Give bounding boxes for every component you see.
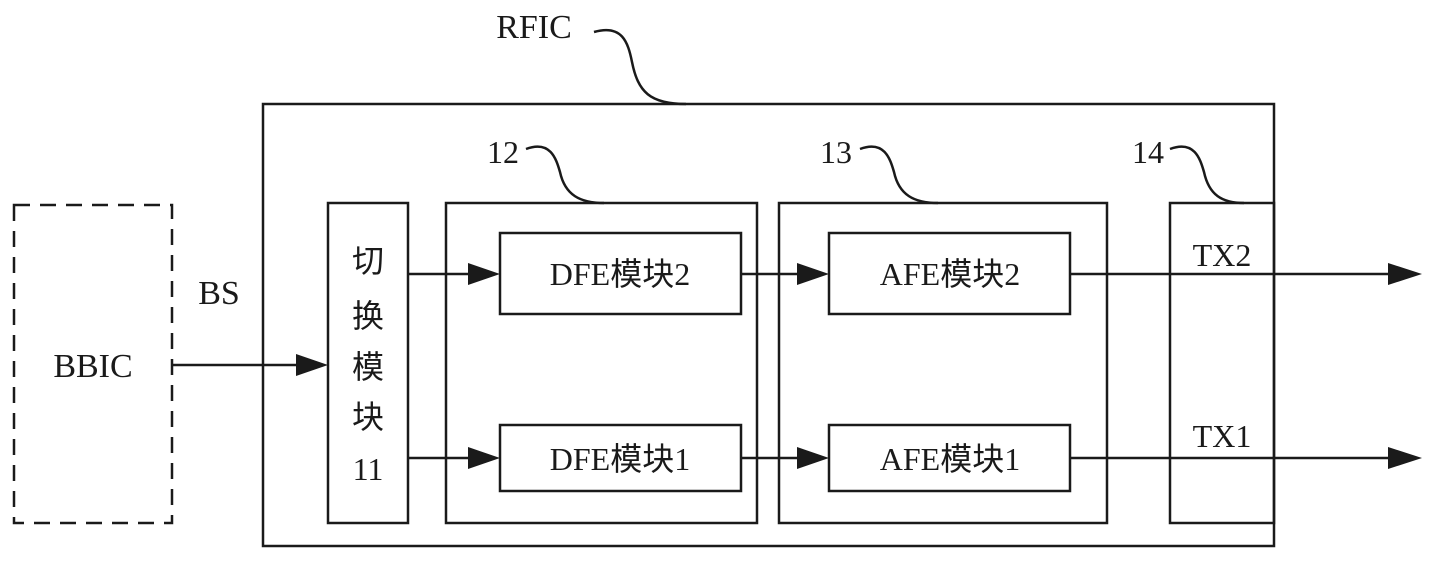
afe-group-box: [777, 201, 1109, 525]
tx-group-box: [1168, 201, 1276, 525]
tx1-output-arrowhead: [1388, 447, 1422, 469]
switch-module-box: [326, 201, 410, 525]
switch-module-char: 块: [352, 399, 384, 435]
dfe-module-2-label: DFE模块2: [550, 256, 690, 292]
switch-to-dfe2-arrowhead: [468, 263, 500, 285]
tx2-output-arrowhead: [1388, 263, 1422, 285]
rfic-box: [261, 102, 1276, 548]
rfic-label: RFIC: [496, 9, 572, 46]
bs-label: BS: [198, 275, 240, 312]
rfic-leader-line: [593, 29, 687, 106]
dfe-group-leader-line: [525, 145, 605, 205]
bbic-label: BBIC: [53, 348, 132, 385]
switch-module-char: 换: [352, 298, 384, 334]
dfe-group-ref: 12: [487, 134, 519, 170]
afe-module-2-label: AFE模块2: [880, 256, 1020, 292]
afe-group-ref: 13: [820, 134, 852, 170]
switch-to-dfe1-arrowhead: [468, 447, 500, 469]
tx-group-leader-line: [1169, 145, 1245, 205]
dfe2-to-afe2-arrowhead: [797, 263, 829, 285]
switch-module-char: 模: [352, 349, 384, 385]
dfe-module-1-label: DFE模块1: [550, 441, 690, 477]
tx-group-ref: 14: [1132, 134, 1164, 170]
dfe1-to-afe1-arrowhead: [797, 447, 829, 469]
switch-module-number: 11: [353, 451, 384, 487]
tx1-label: TX1: [1193, 418, 1252, 454]
afe-module-1-label: AFE模块1: [880, 441, 1020, 477]
bs-arrowhead: [296, 354, 328, 376]
switch-module-char: 切: [352, 243, 384, 279]
tx2-label: TX2: [1193, 237, 1252, 273]
afe-group-leader-line: [859, 145, 939, 205]
